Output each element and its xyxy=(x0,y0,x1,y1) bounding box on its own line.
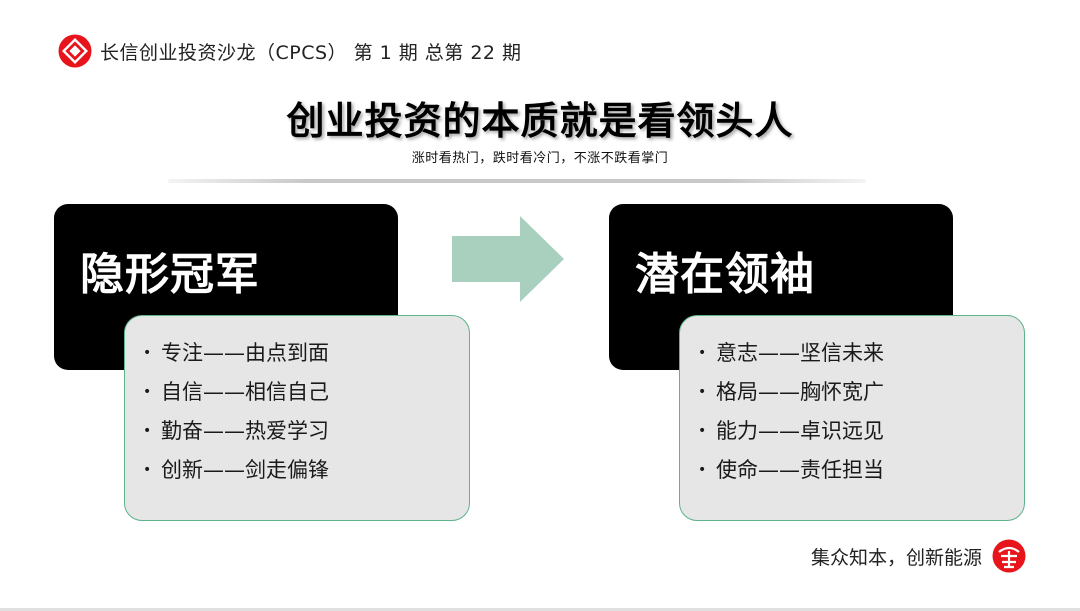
bullet-icon: • xyxy=(143,423,152,439)
bullet-icon: • xyxy=(143,462,152,478)
bullet-icon: • xyxy=(143,384,152,400)
page-subtitle: 涨时看热门，跌时看冷门，不涨不跌看掌门 xyxy=(411,151,669,166)
footer: 集众知本，创新能源 xyxy=(811,539,1026,573)
list-item: •意志——坚信未来 xyxy=(698,334,1024,373)
arrow-right-icon xyxy=(452,216,564,302)
bullet-icon: • xyxy=(698,462,707,478)
list-item: •格局——胸怀宽广 xyxy=(698,373,1024,412)
bullet-icon: • xyxy=(143,345,152,361)
list-item: •专注——由点到面 xyxy=(143,334,469,373)
list-item: •使命——责任担当 xyxy=(698,451,1024,490)
list-item: •勤奋——热爱学习 xyxy=(143,412,469,451)
left-list-card: •专注——由点到面 •自信——相信自己 •勤奋——热爱学习 •创新——剑走偏锋 xyxy=(124,315,470,521)
title-divider xyxy=(168,179,866,183)
bullet-icon: • xyxy=(698,423,707,439)
footer-slogan: 集众知本，创新能源 xyxy=(810,546,982,569)
red-seal-icon xyxy=(992,539,1026,573)
header-title: 长信创业投资沙龙（CPCS） 第 1 期 总第 22 期 xyxy=(100,41,522,64)
bullet-icon: • xyxy=(698,384,707,400)
bullet-icon: • xyxy=(698,345,707,361)
page-title: 创业投资的本质就是看领头人 xyxy=(286,99,794,143)
list-item: •创新——剑走偏锋 xyxy=(143,451,469,490)
left-heading: 隐形冠军 xyxy=(80,249,260,300)
header: 长信创业投资沙龙（CPCS） 第 1 期 总第 22 期 xyxy=(58,34,522,68)
right-heading: 潜在领袖 xyxy=(635,249,815,300)
red-diamond-logo-icon xyxy=(58,34,92,68)
bottom-border xyxy=(0,608,1080,611)
list-item: •能力——卓识远见 xyxy=(698,412,1024,451)
right-list-card: •意志——坚信未来 •格局——胸怀宽广 •能力——卓识远见 •使命——责任担当 xyxy=(679,315,1025,521)
list-item: •自信——相信自己 xyxy=(143,373,469,412)
